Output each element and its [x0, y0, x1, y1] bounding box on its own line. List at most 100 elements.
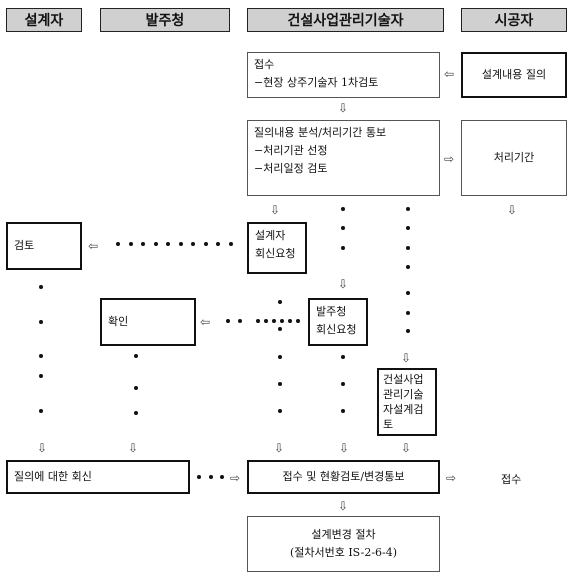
connector-dot	[134, 411, 138, 415]
connector-dot	[406, 226, 410, 230]
analysis-box: 질의내용 분석/처리기간 통보 −처리기관 선정 −처리일정 검토	[247, 120, 440, 196]
arrow-down-icon: ⇩	[338, 101, 349, 115]
arrow-down-icon: ⇩	[270, 203, 281, 217]
connector-dot	[278, 300, 282, 304]
arrow-left-icon: ⇦	[200, 315, 211, 329]
connector-dot	[39, 285, 43, 289]
connector-dot	[39, 354, 43, 358]
connector-dot	[226, 319, 230, 323]
engineer-review-line4: 토	[383, 418, 394, 431]
connector-dot	[278, 327, 282, 331]
connector-dot	[220, 475, 224, 479]
connector-dot	[141, 242, 145, 246]
period-text: 처리기간	[493, 151, 535, 164]
arrow-down-icon: ⇩	[401, 441, 412, 455]
connector-dot	[278, 382, 282, 386]
header-designer-label: 설계자	[24, 13, 64, 29]
final-receipt-text: 접수	[501, 473, 522, 486]
receipt-box: 접수 −현장 상주기술자 1차검토	[247, 52, 440, 98]
connector-dot	[406, 265, 410, 269]
answer-text: 질의에 대한 회신	[14, 470, 92, 483]
review-text: 검토	[14, 239, 35, 252]
connector-dot	[39, 409, 43, 413]
receipt-subtitle: −현장 상주기술자 1차검토	[254, 76, 379, 89]
arrow-down-icon: ⇩	[338, 499, 349, 513]
arrow-down-icon: ⇩	[507, 203, 518, 217]
connector-dot	[278, 409, 282, 413]
connector-dot	[296, 319, 300, 323]
arrow-down-icon: ⇩	[339, 441, 350, 455]
designer-reply-box: 설계자 회신요청	[247, 222, 307, 274]
header-client-label: 발주청	[145, 13, 185, 29]
header-contractor-label: 시공자	[494, 13, 534, 29]
arrow-down-icon: ⇩	[274, 441, 285, 455]
analysis-item-2: −처리일정 검토	[254, 162, 328, 175]
connector-dot	[406, 311, 410, 315]
connector-dot	[216, 242, 220, 246]
header-engineer: 건설사업관리기술자	[247, 8, 444, 32]
receipt-check-text: 접수 및 현황검토/변경통보	[282, 470, 405, 483]
engineer-review-box: 건설사업 관리기술 자설계검 토	[377, 368, 437, 436]
connector-dot	[280, 319, 284, 323]
connector-dot	[197, 475, 201, 479]
connector-dot	[256, 319, 260, 323]
header-designer: 설계자	[6, 8, 82, 32]
connector-dot	[272, 319, 276, 323]
designer-reply-line1: 설계자	[255, 229, 286, 242]
period-box: 처리기간	[461, 120, 567, 196]
connector-dot	[134, 354, 138, 358]
connector-dot	[128, 242, 133, 246]
header-client: 발주청	[100, 8, 230, 32]
connector-dot	[406, 246, 410, 250]
connector-dot	[203, 242, 208, 246]
arrow-left-icon: ⇦	[444, 67, 455, 81]
connector-dot	[228, 242, 233, 246]
design-change-title: 설계변경 절차	[311, 528, 376, 541]
designer-reply-line2: 회신요청	[255, 247, 296, 260]
arrow-down-icon: ⇩	[37, 441, 48, 455]
connector-dot	[406, 207, 410, 211]
connector-dot	[264, 319, 268, 323]
confirm-box: 확인	[100, 298, 196, 346]
arrow-right-icon: ⇨	[444, 152, 455, 166]
analysis-title: 질의내용 분석/처리기간 통보	[254, 126, 387, 139]
client-reply-line1: 발주청	[316, 305, 347, 318]
connector-dot	[406, 329, 410, 333]
connector-dot	[406, 291, 410, 295]
connector-dot	[341, 355, 345, 359]
inquiry-box: 설계내용 질의	[461, 52, 567, 98]
answer-box: 질의에 대한 회신	[6, 460, 190, 494]
engineer-review-line1: 건설사업	[383, 373, 424, 386]
client-reply-box: 발주청 회신요청	[308, 298, 368, 346]
connector-dot	[278, 355, 282, 359]
header-contractor: 시공자	[461, 8, 567, 32]
connector-dot	[116, 242, 120, 246]
connector-dot	[238, 319, 242, 323]
connector-dot	[209, 475, 213, 479]
connector-dot	[39, 320, 43, 324]
inquiry-text: 설계내용 질의	[481, 68, 547, 81]
arrow-down-icon: ⇩	[401, 351, 412, 365]
connector-dot	[341, 246, 345, 250]
connector-dot	[341, 409, 345, 413]
client-reply-line2: 회신요청	[316, 323, 357, 336]
connector-dot	[39, 374, 43, 378]
connector-dot	[288, 319, 292, 323]
review-box: 검토	[6, 222, 82, 270]
confirm-text: 확인	[108, 315, 129, 328]
connector-dot	[153, 242, 158, 246]
design-change-box: 설계변경 절차 (절차서번호 IS-2-6-4)	[247, 516, 440, 572]
design-change-procedure-no: (절차서번호 IS-2-6-4)	[289, 546, 398, 559]
connector-dot	[178, 242, 183, 246]
engineer-review-line3: 자설계검	[383, 403, 424, 416]
receipt-title: 접수	[254, 58, 275, 71]
connector-dot	[341, 382, 345, 386]
arrow-right-icon: ⇨	[230, 471, 241, 485]
arrow-down-icon: ⇩	[338, 277, 349, 291]
connector-dot	[341, 226, 345, 230]
connector-dot	[191, 242, 195, 246]
arrow-right-icon: ⇨	[446, 471, 457, 485]
connector-dot	[134, 386, 138, 390]
analysis-item-1: −처리기관 선정	[254, 144, 328, 157]
arrow-down-icon: ⇩	[128, 441, 139, 455]
